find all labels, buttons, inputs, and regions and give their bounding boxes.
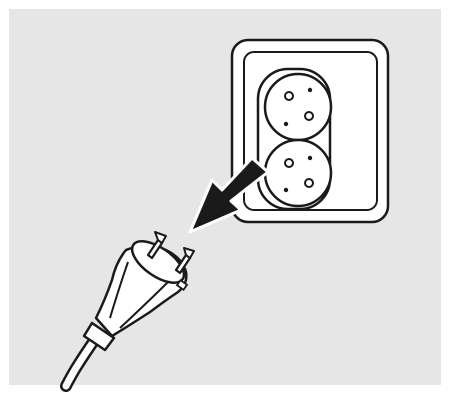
wall-socket [232,40,388,222]
outlet-upper [265,74,331,140]
power-plug [66,232,194,386]
outlet-lower [265,140,331,206]
